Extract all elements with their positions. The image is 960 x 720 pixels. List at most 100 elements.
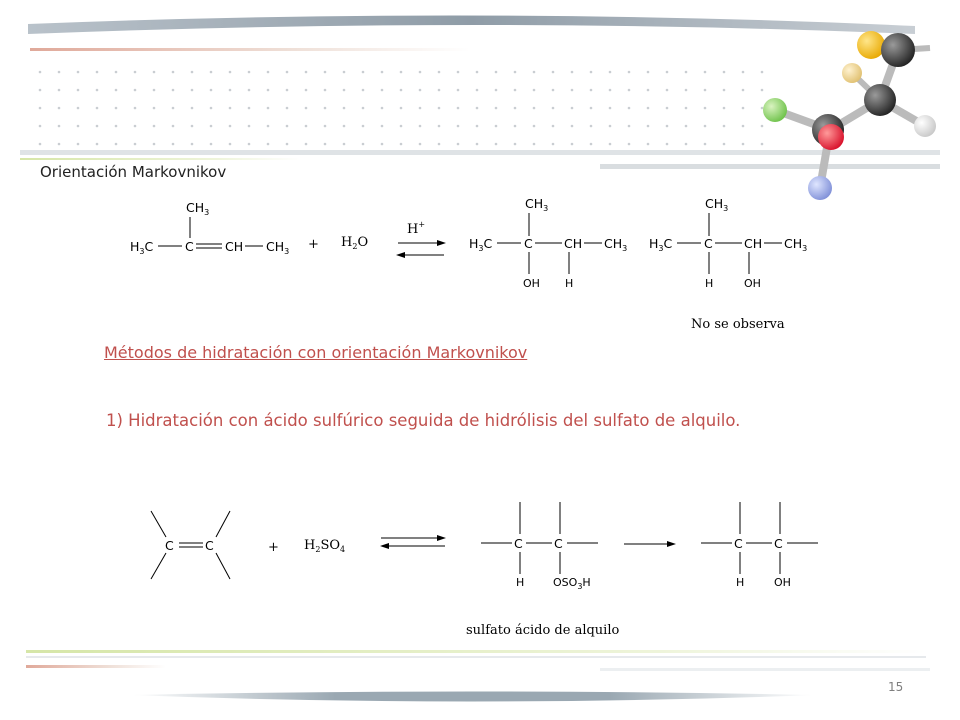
grid-dot — [665, 124, 669, 128]
grid-dot — [171, 70, 175, 74]
alcohol-product: C C H OH — [701, 502, 818, 589]
molecule-model-icon — [763, 31, 936, 200]
grid-dot — [209, 142, 213, 146]
svg-text:CH3: CH3 — [186, 200, 209, 217]
grid-dot — [152, 124, 156, 128]
grid-dot — [513, 142, 517, 146]
grid-dot — [228, 88, 232, 92]
svg-text:H2SO4: H2SO4 — [304, 538, 345, 554]
grid-dot — [551, 88, 555, 92]
svg-text:C: C — [704, 236, 713, 251]
grid-dot — [399, 88, 403, 92]
grid-dot — [266, 124, 270, 128]
svg-text:CH: CH — [744, 236, 762, 251]
section-link-hydration-methods[interactable]: Métodos de hidratación con orientación M… — [104, 343, 528, 362]
grid-dot — [76, 142, 80, 146]
not-observed-caption: No se observa — [691, 317, 785, 332]
grid-dot — [665, 142, 669, 146]
grid-dot — [285, 106, 289, 110]
grid-dot — [437, 124, 441, 128]
grid-dot — [684, 106, 688, 110]
reactant-alkene: CH3 H3C C CH CH3 — [130, 200, 289, 256]
grid-dot — [456, 106, 460, 110]
grid-dot — [665, 70, 669, 74]
grid-dot — [532, 106, 536, 110]
svg-text:C: C — [185, 239, 194, 254]
svg-text:OH: OH — [774, 576, 791, 589]
grid-dot — [589, 70, 593, 74]
grid-dot — [437, 142, 441, 146]
svg-text:H: H — [565, 277, 573, 290]
grid-dot — [247, 142, 251, 146]
grid-dot — [304, 88, 308, 92]
grid-dot — [760, 124, 764, 128]
grid-dot — [532, 70, 536, 74]
grid-dot — [513, 70, 517, 74]
svg-text:H: H — [705, 277, 713, 290]
svg-text:CH3: CH3 — [784, 236, 807, 253]
grid-dot — [513, 124, 517, 128]
grid-dot — [760, 88, 764, 92]
grid-dot — [703, 88, 707, 92]
grid-dot — [418, 142, 422, 146]
grid-dot — [95, 106, 99, 110]
grid-dot — [57, 142, 61, 146]
grid-dot — [399, 124, 403, 128]
svg-text:H3C: H3C — [649, 236, 673, 253]
grid-dot — [190, 88, 194, 92]
grid-dot — [323, 88, 327, 92]
reagent-sulfuric-acid: H2SO4 — [304, 538, 345, 554]
svg-text:C: C — [524, 236, 533, 251]
grid-dot — [380, 124, 384, 128]
grid-dot — [418, 70, 422, 74]
intermediate-caption: sulfato ácido de alquilo — [466, 623, 619, 638]
svg-text:CH3: CH3 — [525, 196, 548, 213]
alkene-generic: C C — [150, 510, 231, 580]
grid-dot — [437, 88, 441, 92]
svg-text:C: C — [205, 538, 214, 553]
grid-dot — [342, 88, 346, 92]
grid-dot — [627, 142, 631, 146]
grid-dot — [266, 70, 270, 74]
grid-dot — [342, 70, 346, 74]
grid-dot — [38, 70, 42, 74]
grid-dot — [342, 106, 346, 110]
grid-dot — [456, 88, 460, 92]
grid-dot — [646, 88, 650, 92]
grid-dot — [361, 142, 365, 146]
grid-dot — [760, 106, 764, 110]
grid-dot — [646, 106, 650, 110]
grid-dot — [627, 70, 631, 74]
grid-dot — [323, 70, 327, 74]
svg-text:OH: OH — [744, 277, 761, 290]
grid-dot — [209, 88, 213, 92]
reagent-water: H2O — [341, 235, 368, 251]
grid-dot — [361, 70, 365, 74]
grid-dot — [475, 106, 479, 110]
grid-dot — [323, 124, 327, 128]
grid-dot — [228, 70, 232, 74]
grid-dot — [323, 106, 327, 110]
svg-text:OSO3H: OSO3H — [553, 576, 591, 591]
svg-text:C: C — [734, 536, 743, 551]
reaction-arrow-3 — [624, 541, 676, 547]
grid-dot — [76, 106, 80, 110]
svg-text:H2O: H2O — [341, 235, 368, 251]
grid-dot — [38, 106, 42, 110]
grid-dot — [285, 124, 289, 128]
catalyst-proton: H+ — [407, 220, 425, 237]
grid-dot — [494, 70, 498, 74]
plus-sign-1: + — [308, 237, 319, 252]
grid-dot — [551, 70, 555, 74]
grid-dot — [361, 106, 365, 110]
grid-dot — [342, 124, 346, 128]
grid-dot — [190, 70, 194, 74]
slide-title: Orientación Markovnikov — [40, 163, 227, 181]
grid-dot — [323, 142, 327, 146]
grid-dot — [608, 124, 612, 128]
grid-dot — [646, 70, 650, 74]
grid-dot — [399, 70, 403, 74]
grid-dot — [114, 106, 118, 110]
